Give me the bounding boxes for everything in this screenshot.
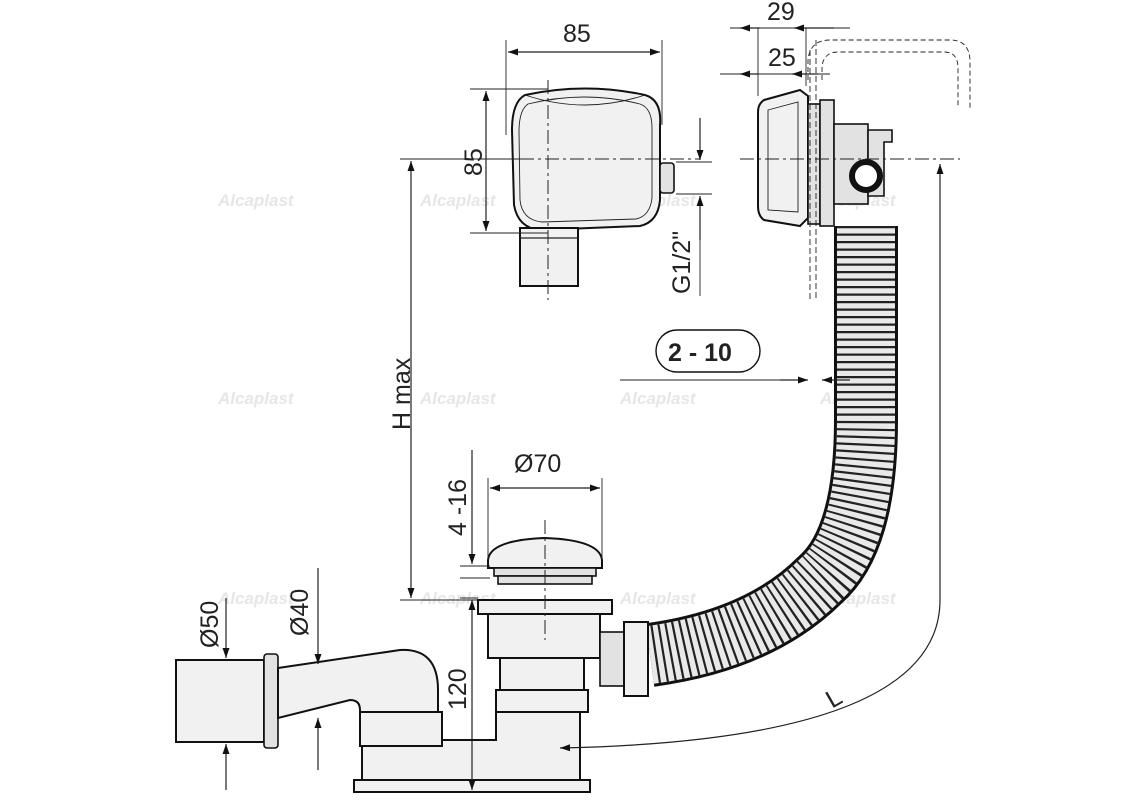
dim-elbow-width: 85 [505,20,663,135]
dim-label-85-height: 85 [460,148,488,176]
dim-outlet-50: Ø50 [196,598,230,790]
watermark: Alcaplast [619,589,697,608]
watermark: Alcaplast [419,389,497,408]
dim-label-h-max: H max [388,357,416,430]
watermark: Alcaplast [419,191,497,210]
watermark: Alcaplast [619,389,697,408]
dim-plug-height: 4 -16 [444,450,490,579]
dim-label-2-10: 2 - 10 [668,339,732,367]
dim-h-max: H max [388,158,520,601]
elbow-threaded-spigot [519,227,579,287]
wall-elbow [470,80,700,300]
dim-label-o70: Ø70 [514,450,561,478]
bathtub-wall-outline [807,39,971,108]
dim-outlet-40: Ø40 [286,568,322,770]
dim-overflow-depth: 29 25 [720,0,850,96]
watermark: Alcaplast [217,589,295,608]
dim-elbow-height: 85 [460,88,548,234]
dim-label-l: L [821,683,847,714]
dim-label-29: 29 [767,0,795,26]
dim-trap-height: 120 [444,597,478,790]
outlet-pipe [175,648,443,749]
watermark: Alcaplast [217,389,295,408]
dim-wall-thickness: 2 - 10 [620,329,850,384]
dim-label-85-width: 85 [563,20,591,48]
dim-label-o40: Ø40 [286,589,314,636]
watermark: Alcaplast [217,191,295,210]
dim-label-120: 120 [444,668,472,710]
dim-label-o50: Ø50 [196,601,224,648]
dim-label-4-16: 4 -16 [444,479,472,536]
dim-label-25: 25 [768,44,796,72]
dim-label-thread: G1/2" [668,231,696,294]
